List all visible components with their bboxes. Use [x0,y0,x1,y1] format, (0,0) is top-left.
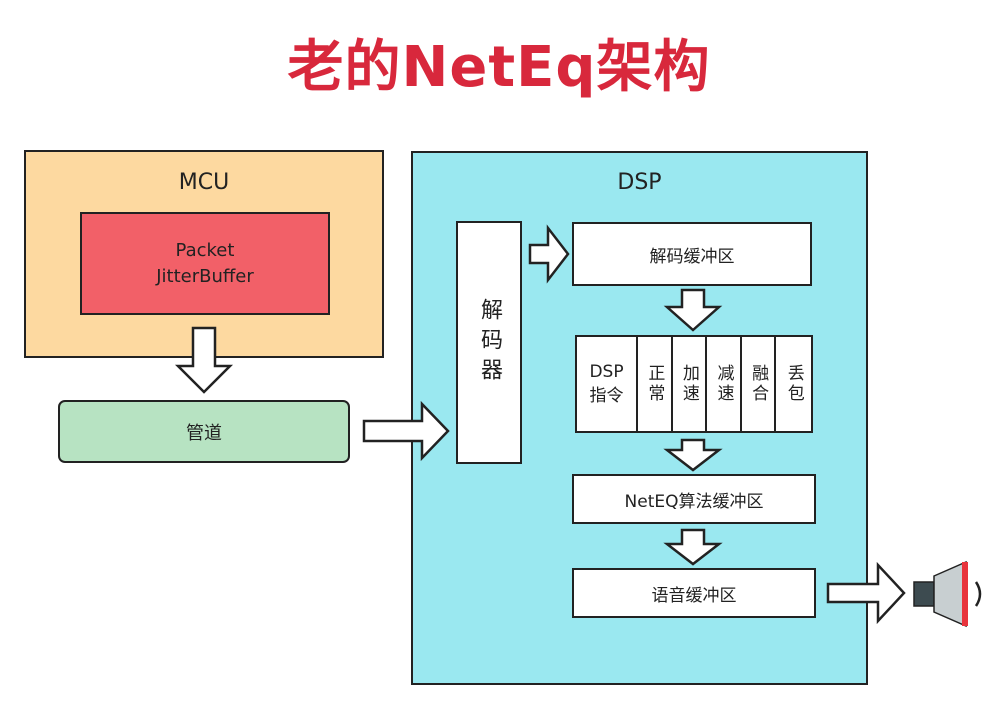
pipe-block: 管道 [58,400,350,463]
command-merge: 融合 [742,337,777,431]
command-decelerate: 减速 [707,337,742,431]
decode-buffer: 解码缓冲区 [572,222,812,286]
command-normal: 正常 [638,337,673,431]
decoder-block: 解码器 [456,221,522,464]
decode-buffer-label: 解码缓冲区 [649,246,735,267]
dsp-label: DSP [617,170,662,195]
dsp-command-line1: DSP [589,362,624,382]
dsp-command-cell: DSP 指令 [577,337,639,431]
jitter-buffer-label: JitterBuffer [156,265,254,287]
command-accelerate: 加速 [673,337,708,431]
speaker-icon [913,560,982,628]
decoder-label: 解码器 [477,297,502,388]
packet-label: Packet [175,239,235,261]
speech-buffer-label: 语音缓冲区 [651,585,737,606]
speech-buffer: 语音缓冲区 [572,568,816,618]
command-packet-loss: 丢包 [783,364,804,404]
dsp-commands: DSP 指令 正常 加速 减速 融合 丢包 [575,335,813,433]
neteq-buffer-label: NetEQ算法缓冲区 [624,491,764,512]
page-title: 老的NetEq架构 [287,35,711,100]
pipe-label: 管道 [186,422,222,444]
mcu-label: MCU [178,170,230,195]
dsp-command-line2: 指令 [589,386,624,406]
neteq-algorithm-buffer: NetEQ算法缓冲区 [572,474,816,524]
packet-jitter-buffer: Packet JitterBuffer [80,212,330,315]
